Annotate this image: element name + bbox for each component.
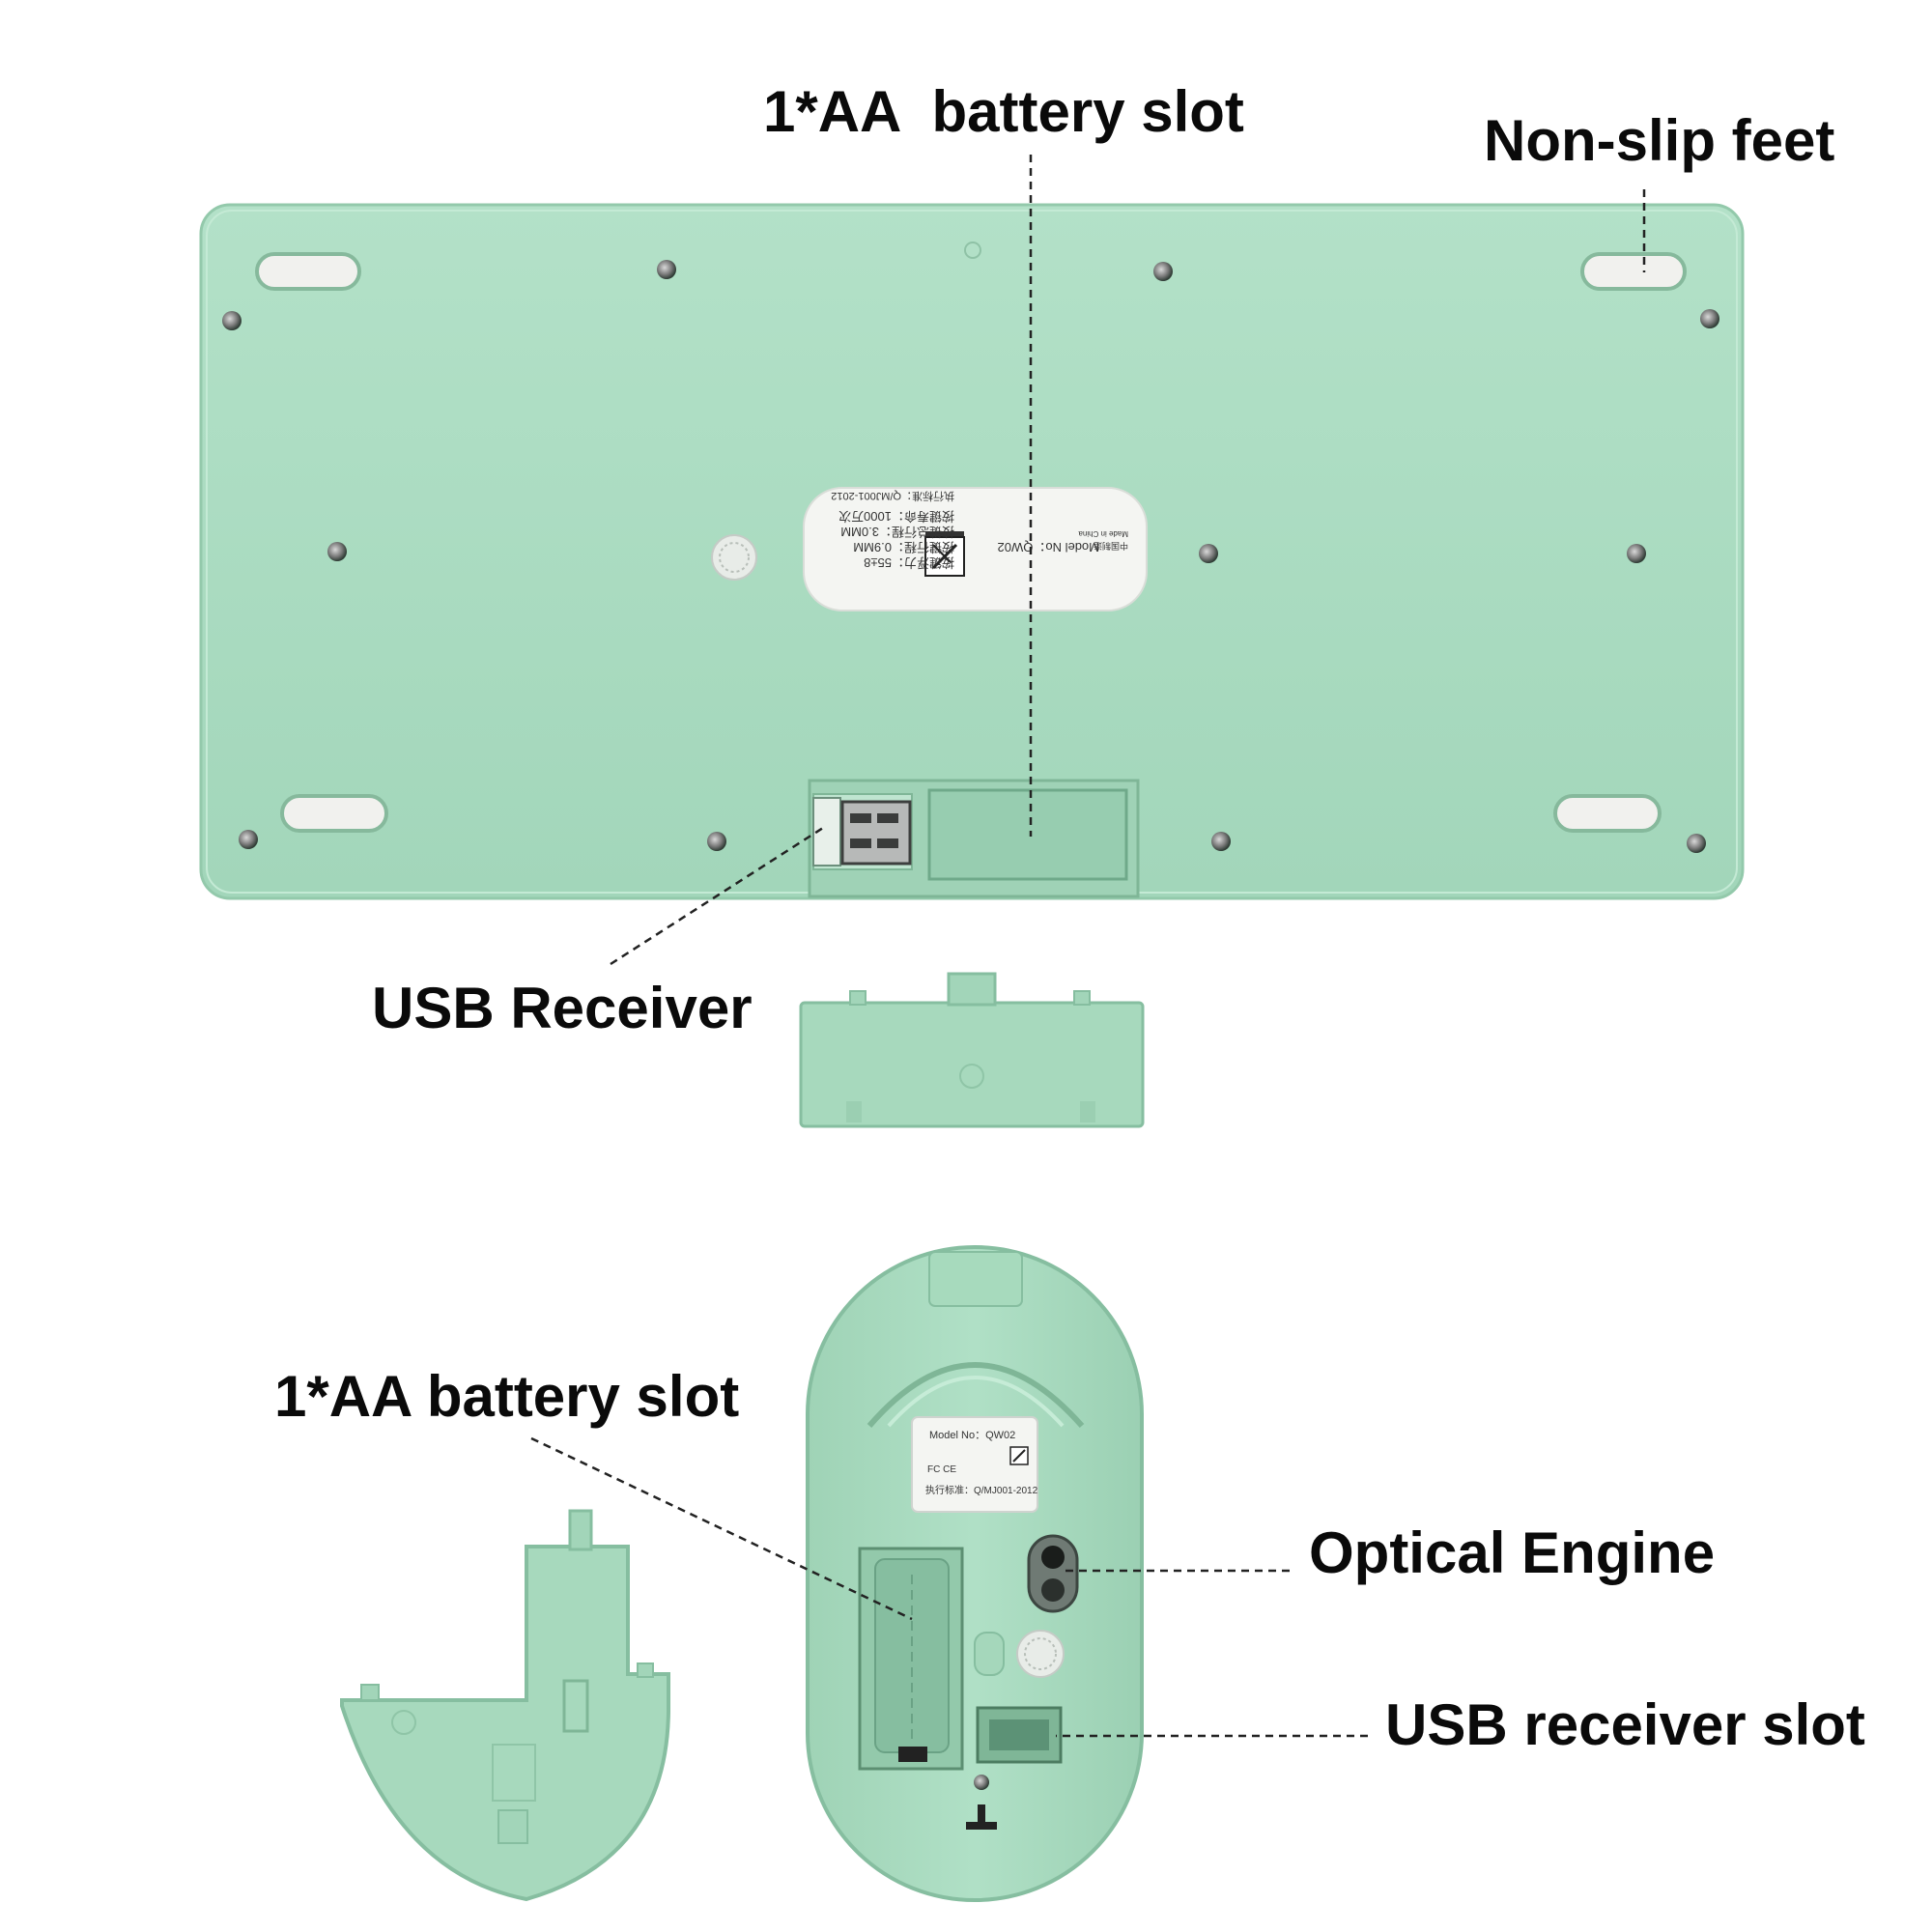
mouse-label-model: Model No：QW02 bbox=[929, 1430, 1015, 1441]
keyboard-info-label: 按键浮力：55±8 按键行程：0.9MM 按键总行程：3.0MM 按键寿命：10… bbox=[803, 487, 1148, 611]
kb-label-origin-en: Made in China bbox=[1078, 529, 1128, 538]
callout-usb-receiver-slot: USB receiver slot bbox=[1385, 1692, 1865, 1757]
mouse-battery-compartment bbox=[858, 1547, 964, 1771]
leader-mouse-battery bbox=[530, 1436, 913, 1621]
kb-label-origin: 中国制造 bbox=[1094, 541, 1128, 552]
mouse-extras bbox=[966, 1630, 1065, 1830]
callout-optical-engine: Optical Engine bbox=[1309, 1520, 1716, 1585]
mouse-battery-cover bbox=[340, 1509, 670, 1902]
kb-label-standard: 执行标准：Q/MJ001-2012 bbox=[831, 490, 954, 503]
mouse-label-standard: 执行标准：Q/MJ001-2012 bbox=[925, 1484, 1038, 1496]
qc-sticker bbox=[711, 534, 757, 581]
keyboard-screws bbox=[222, 242, 1719, 853]
kb-label-line2: 按键行程：0.9MM bbox=[853, 540, 954, 554]
usb-receiver-dongle bbox=[812, 797, 912, 867]
callout-keyboard-battery-slot: 1*AA battery slot bbox=[763, 79, 1244, 144]
callout-mouse-battery-slot: 1*AA battery slot bbox=[274, 1364, 740, 1429]
leader-usb-receiver bbox=[610, 826, 824, 966]
non-slip-feet bbox=[255, 252, 1687, 833]
callout-non-slip-feet: Non-slip feet bbox=[1484, 108, 1835, 173]
optical-sensor bbox=[1027, 1534, 1079, 1613]
kb-label-model: Model No：QW02 bbox=[998, 540, 1099, 554]
mouse-underside bbox=[806, 1245, 1144, 1902]
mouse-usb-slot bbox=[976, 1706, 1063, 1764]
kb-label-line4: 按键寿命：1000万次 bbox=[838, 509, 954, 524]
mouse-info-label: Model No：QW02 FC CE 执行标准：Q/MJ001-2012 bbox=[911, 1416, 1038, 1513]
callout-usb-receiver: USB Receiver bbox=[372, 976, 753, 1040]
mouse-label-cert-marks: FC CE bbox=[927, 1464, 956, 1475]
leader-lines bbox=[530, 155, 1646, 1738]
keyboard-battery-cover bbox=[799, 972, 1145, 1128]
kb-label-line1: 按键浮力：55±8 bbox=[864, 555, 954, 570]
kb-label-line3: 按键总行程：3.0MM bbox=[840, 525, 954, 539]
